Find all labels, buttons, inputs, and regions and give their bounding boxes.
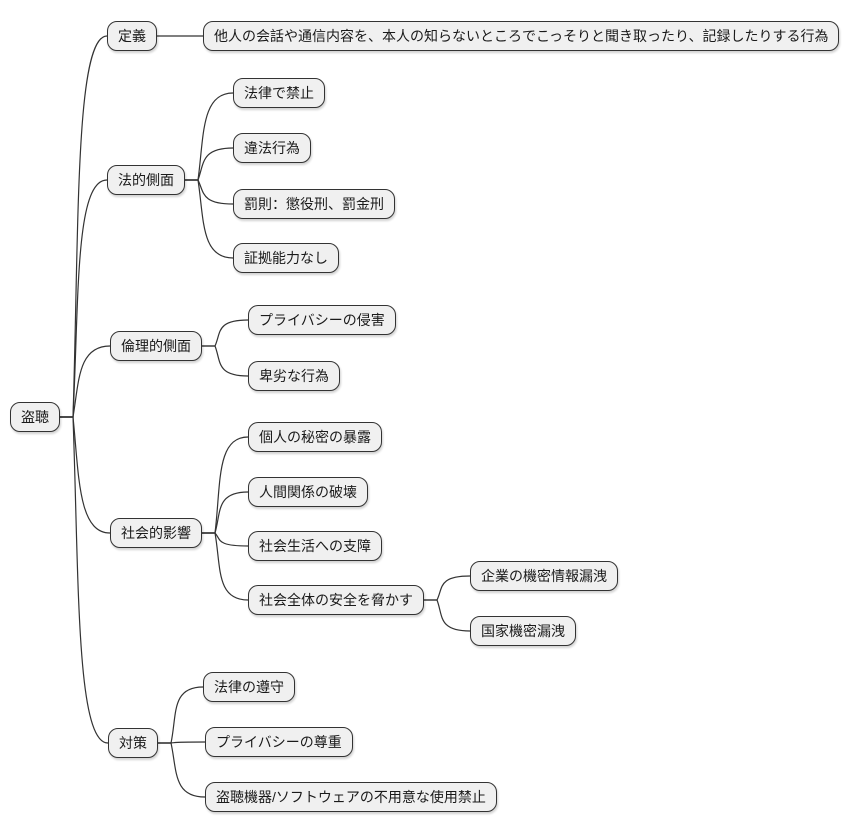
mindmap-node-respect-privacy: プライバシーの尊重 bbox=[205, 727, 353, 757]
connector-path bbox=[184, 147, 234, 181]
mindmap-node-penalties: 罰則：懲役刑、罰金刑 bbox=[233, 189, 395, 219]
connector-path bbox=[184, 179, 234, 259]
connector-path bbox=[59, 35, 108, 418]
connector-path bbox=[59, 416, 109, 744]
connector-path bbox=[59, 179, 108, 418]
mindmap-node-countermeasures: 対策 bbox=[108, 728, 158, 758]
connector-path bbox=[59, 345, 111, 418]
mindmap-node-no-evidentiary-value: 証拠能力なし bbox=[233, 243, 339, 273]
mindmap-node-social-impact: 社会的影響 bbox=[110, 518, 202, 548]
connector-path bbox=[201, 532, 249, 601]
mindmap-node-corporate-information-leak: 企業の機密情報漏洩 bbox=[470, 561, 618, 591]
mindmap-node-threatens-public-safety: 社会全体の安全を脅かす bbox=[248, 585, 424, 615]
mindmap-node-state-secrets-leak: 国家機密漏洩 bbox=[470, 616, 576, 646]
connector-path bbox=[201, 491, 249, 534]
connector-path bbox=[184, 92, 234, 181]
mindmap-node-comply-with-law: 法律の遵守 bbox=[203, 672, 295, 702]
mindmap-node-hindrance-to-social-life: 社会生活への支障 bbox=[248, 531, 382, 561]
mindmap-node-prohibited-by-law: 法律で禁止 bbox=[233, 78, 325, 108]
mindmap-node-definition-text: 他人の会話や通信内容を、本人の知らないところでこっそりと聞き取ったり、記録したり… bbox=[203, 21, 840, 51]
connector-path bbox=[59, 416, 111, 534]
connector-path bbox=[157, 686, 204, 744]
mindmap-node-no-careless-device-use: 盗聴機器/ソフトウェアの不用意な使用禁止 bbox=[205, 782, 497, 812]
connector-path bbox=[423, 599, 471, 632]
mindmap-node-root: 盗聴 bbox=[10, 402, 60, 432]
connector-path bbox=[423, 575, 471, 601]
mindmap-node-privacy-violation: プライバシーの侵害 bbox=[248, 305, 396, 335]
mindmap-node-despicable-act: 卑劣な行為 bbox=[248, 361, 340, 391]
connector-path bbox=[184, 179, 234, 205]
connector-path bbox=[201, 345, 249, 377]
mindmap-node-destroyed-relationships: 人間関係の破壊 bbox=[248, 477, 368, 507]
mindmap-node-definition: 定義 bbox=[107, 21, 157, 51]
connector-path bbox=[201, 319, 249, 347]
connector-path bbox=[157, 742, 206, 798]
connector-path bbox=[201, 532, 249, 547]
mindmap-node-legal-aspects: 法的側面 bbox=[107, 165, 185, 195]
mindmap-node-illegal-act: 違法行為 bbox=[233, 133, 311, 163]
mindmap-node-exposure-of-secrets: 個人の秘密の暴露 bbox=[248, 422, 382, 452]
mindmap-node-ethical-aspects: 倫理的側面 bbox=[110, 331, 202, 361]
connector-path bbox=[201, 436, 249, 534]
